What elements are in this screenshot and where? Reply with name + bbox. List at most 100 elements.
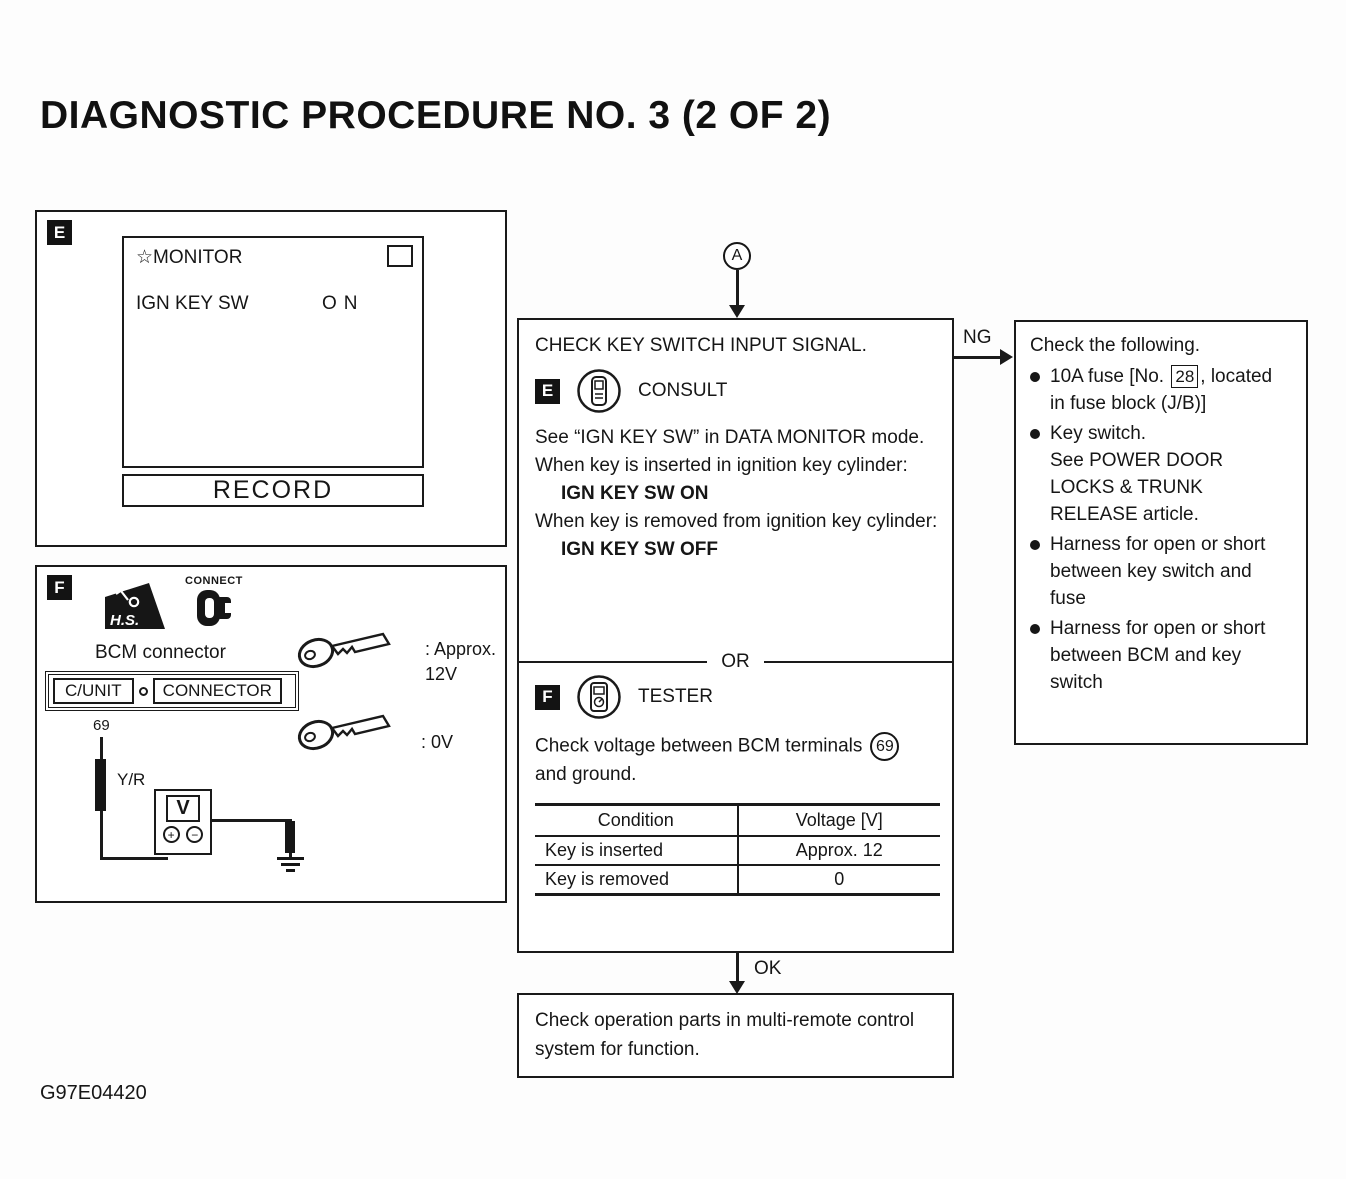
record-button: RECORD — [122, 474, 424, 507]
ground-icon-line3 — [286, 869, 295, 872]
figure-e-badge: E — [47, 220, 72, 245]
consult-monitor-screen: ☆MONITOR IGN KEY SW ON — [122, 236, 424, 468]
voltmeter-plus-terminal: + — [162, 826, 180, 843]
key-switch-text: Key switch. — [1050, 423, 1147, 444]
check-following-step: Check the following. 10A fuse [No. 28, l… — [1014, 320, 1308, 745]
tester-text-2: and ground. — [535, 764, 637, 785]
list-item-fuse: 10A fuse [No. 28, located in fuse block … — [1030, 363, 1298, 417]
voltmeter: V + − — [154, 789, 212, 855]
consult-line-3: When key is removed from ignition key cy… — [535, 511, 938, 532]
entry-arrow-head — [729, 305, 745, 318]
bullet-icon — [1030, 372, 1040, 382]
monitor-signal-name: IGN KEY SW — [136, 293, 249, 314]
figure-id: G97E04420 — [40, 1082, 147, 1104]
wire-color-label: Y/R — [117, 770, 146, 789]
ground-icon — [277, 857, 304, 860]
entry-arrow-line — [736, 270, 739, 307]
tester-instructions: Check voltage between BCM terminals 69 an… — [535, 732, 940, 789]
ok-label: OK — [754, 958, 782, 979]
check-key-switch-step: CHECK KEY SWITCH INPUT SIGNAL. E CONSULT… — [517, 318, 954, 953]
consult-label: CONSULT — [638, 380, 728, 401]
figure-f-badge: F — [47, 575, 72, 600]
list-item-key-switch: Key switch. See POWER DOOR LOCKS & TRUNK… — [1030, 420, 1298, 528]
hs-icon-label: H.S. — [110, 612, 139, 629]
consult-device-icon — [577, 369, 621, 413]
fuse-text: 10A fuse [No. — [1050, 366, 1165, 387]
ok-arrow-line — [736, 953, 739, 985]
ng-label: NG — [963, 327, 992, 348]
ng-arrow-head — [1000, 349, 1013, 365]
bcm-connector-label: BCM connector — [95, 642, 226, 663]
connector-clip-icon — [138, 686, 148, 696]
voltmeter-v-label: V — [166, 795, 200, 822]
monitor-screen-title: ☆MONITOR — [136, 244, 242, 272]
star-icon: ☆ — [136, 247, 154, 268]
ng-step-title: Check the following. — [1030, 335, 1201, 356]
ground-wire-band — [285, 821, 295, 853]
harness-1-text: Harness for open or short between key sw… — [1050, 534, 1266, 609]
connect-symbol: CONNECT — [185, 575, 243, 633]
cunit-cell: C/UNIT — [53, 678, 134, 704]
ok-arrow-head — [729, 981, 745, 994]
tester-badge: F — [535, 684, 560, 710]
ground-wire-h — [212, 819, 291, 822]
terminal-69-badge: 69 — [870, 732, 900, 761]
col-condition: Condition — [535, 804, 739, 837]
figure-e-monitor-box: E ☆MONITOR IGN KEY SW ON RECORD — [35, 210, 507, 547]
table-row: Key is inserted Approx. 12 — [535, 836, 940, 866]
ground-icon-line2 — [281, 863, 300, 866]
key-switch-item-text: Key switch. See POWER DOOR LOCKS & TRUNK… — [1050, 420, 1290, 528]
monitor-signal-value: ON — [322, 293, 365, 314]
voltage-table: Condition Voltage [V] Key is inserted Ap… — [535, 803, 940, 896]
fuse-item-text: 10A fuse [No. 28, located in fuse block … — [1050, 363, 1290, 417]
consult-badge: E — [535, 378, 560, 404]
or-divider: OR — [519, 648, 952, 676]
consult-line-2: When key is inserted in ignition key cyl… — [535, 455, 908, 476]
flow-node-a: A — [723, 242, 751, 270]
table-row: Key is removed 0 — [535, 865, 940, 895]
step-title: CHECK KEY SWITCH INPUT SIGNAL. — [535, 335, 867, 356]
hs-icon: H.S. — [105, 583, 165, 629]
tester-device-icon — [577, 675, 621, 719]
figure-f-connector-box: F H.S. CONNECT BCM connector C/UNIT CONN… — [35, 565, 507, 903]
consult-result-off: IGN KEY SW OFF — [561, 539, 718, 560]
consult-method-row: E CONSULT — [535, 368, 940, 414]
bullet-icon — [1030, 429, 1040, 439]
cell-voltage-1: Approx. 12 — [737, 836, 940, 866]
wire-band — [95, 759, 106, 811]
key-removed-value: : 0V — [421, 732, 454, 752]
connect-label: CONNECT — [185, 575, 243, 587]
tester-text: Check voltage between BCM terminals — [535, 735, 863, 757]
key-switch-ref: See POWER DOOR LOCKS & TRUNK RELEASE art… — [1050, 450, 1224, 525]
key-inserted-icon — [297, 632, 391, 669]
fuse-number-box: 28 — [1171, 365, 1199, 388]
or-divider-line-right — [763, 660, 952, 664]
wire-to-voltmeter — [100, 857, 168, 860]
voltmeter-minus-terminal: − — [186, 826, 204, 843]
tester-method-row: F TESTER — [535, 674, 940, 720]
monitor-title-text: MONITOR — [153, 247, 243, 268]
col-voltage: Voltage [V] — [737, 804, 940, 837]
bcm-connector-diagram: C/UNIT CONNECTOR — [45, 671, 299, 711]
cell-voltage-2: 0 — [834, 869, 845, 889]
connect-icon — [196, 590, 231, 626]
terminal-number: 69 — [93, 717, 110, 734]
connector-cell: CONNECTOR — [152, 678, 282, 704]
cell-condition-1: Key is inserted — [535, 836, 739, 866]
harness-2-text: Harness for open or short between BCM an… — [1050, 618, 1266, 693]
or-divider-line-left — [519, 660, 708, 664]
cell-condition-2: Key is removed — [535, 865, 739, 895]
consult-result-on: IGN KEY SW ON — [561, 483, 709, 504]
list-item-harness-1: Harness for open or short between key sw… — [1030, 531, 1298, 612]
consult-instructions: See “IGN KEY SW” in DATA MONITOR mode. W… — [535, 424, 940, 564]
key-removed-icon — [297, 714, 391, 751]
monitor-corner-box — [387, 245, 413, 267]
ng-arrow-line — [954, 356, 1002, 359]
tester-label: TESTER — [638, 686, 713, 707]
page-title: DIAGNOSTIC PROCEDURE NO. 3 (2 OF 2) — [40, 94, 832, 137]
consult-line-1: See “IGN KEY SW” in DATA MONITOR mode. — [535, 427, 925, 448]
fuse-text-2: , located in fuse block (J/B)] — [1050, 366, 1273, 414]
table-header-row: Condition Voltage [V] — [535, 804, 940, 837]
list-item-harness-2: Harness for open or short between BCM an… — [1030, 615, 1298, 696]
or-label: OR — [721, 651, 750, 672]
